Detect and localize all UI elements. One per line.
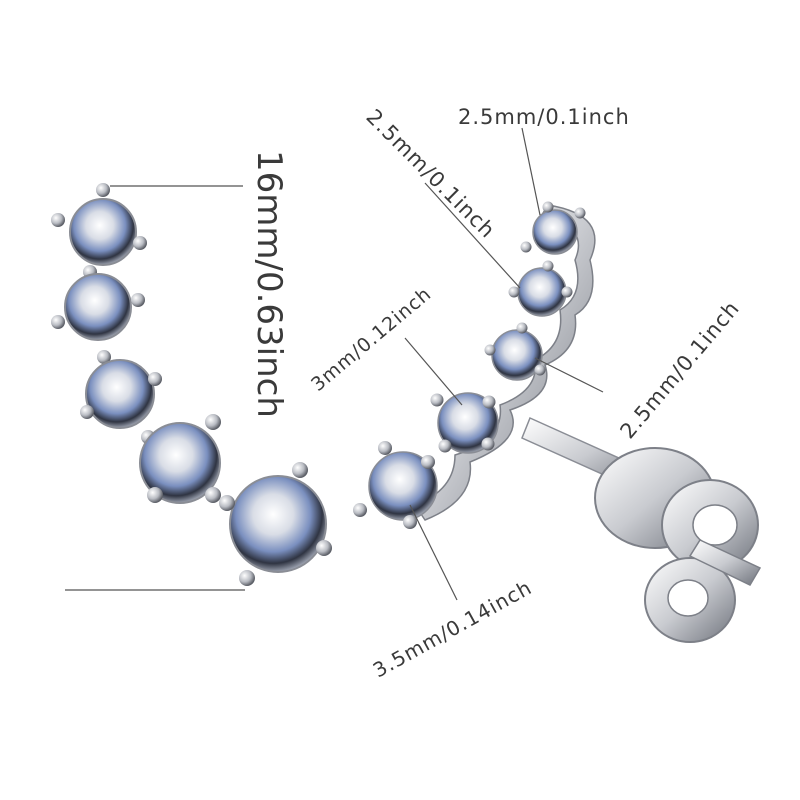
right-stone-1 [520, 201, 586, 255]
length-label: 16mm/0.63inch [249, 150, 289, 418]
mid-label: 3mm/0.12inch [307, 283, 436, 396]
right-stone-3 [484, 322, 546, 381]
mid-leader [404, 337, 463, 406]
right-stone-5 [353, 441, 438, 529]
left-stone-3 [80, 359, 162, 444]
top-small-leader [521, 127, 541, 216]
left-stone-5 [219, 462, 332, 586]
diag-small-leader [424, 182, 521, 289]
large-leader [409, 504, 458, 601]
top-small-label: 2.5mm/0.1inch [458, 105, 630, 129]
right-small-leader [534, 357, 604, 393]
right-stone-2 [508, 260, 573, 317]
right-small-label: 2.5mm/0.1inch [615, 296, 744, 443]
right-stone-4 [430, 392, 499, 454]
left-stone-1 [51, 183, 147, 279]
earring-back [594, 447, 762, 643]
left-stone-2 [51, 273, 145, 364]
left-earring [51, 183, 332, 586]
left-stone-4 [139, 414, 221, 504]
right-earring [353, 201, 762, 643]
